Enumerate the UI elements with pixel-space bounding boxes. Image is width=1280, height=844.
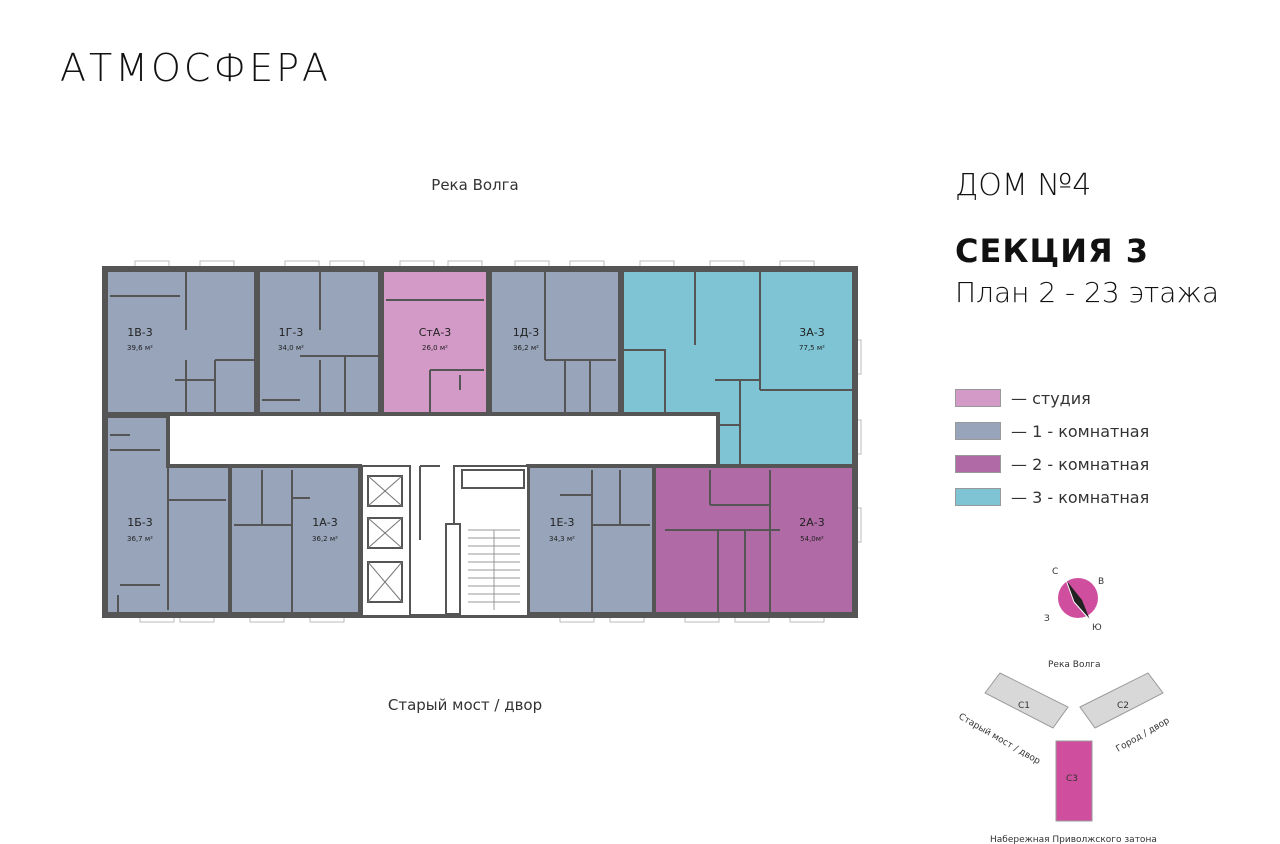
unit-area-3a-3: 77,5 м²	[799, 344, 825, 352]
unit-label-3a-3: 3А-3	[799, 326, 825, 339]
compass-south: Ю	[1092, 623, 1102, 633]
compass-icon: С В Ю З	[1044, 567, 1104, 633]
site-schema: Река Волга С1 С2 С3 Старый мост / двор Г…	[957, 660, 1172, 844]
legend-item-studio: — студия	[955, 387, 1091, 409]
unit-area-1v-3: 39,6 м²	[127, 344, 153, 352]
floors-subtitle: План 2 - 23 этажа	[955, 276, 1220, 309]
legend-label-2room: — 2 - комнатная	[1011, 454, 1150, 474]
site-block-c2	[1079, 672, 1164, 729]
unit-label-1b-3: 1Б-3	[127, 516, 153, 529]
site-block-c3	[1055, 740, 1093, 822]
south-orientation-label: Старый мост / двор	[387, 696, 543, 714]
site-bottom-label: Набережная Приволжского затона	[990, 835, 1157, 844]
site-right-label: Город / двор	[1115, 716, 1172, 755]
site-c1-label: С1	[1018, 701, 1030, 711]
legend-swatch-studio	[955, 389, 1001, 407]
legend-label-1room: — 1 - комнатная	[1011, 421, 1150, 441]
unit-area-1b-3: 36,7 м²	[127, 535, 153, 543]
compass-east: В	[1098, 577, 1104, 587]
unit-1a-3	[228, 464, 362, 616]
unit-2a-3	[652, 464, 856, 616]
unit-1d-3	[488, 268, 622, 416]
unit-label-1a-3: 1А-3	[312, 516, 338, 529]
compass-north: С	[1052, 567, 1058, 577]
legend-label-3room: — 3 - комнатная	[1011, 487, 1150, 507]
north-orientation-label: Река Волга	[431, 176, 519, 194]
legend-item-2room: — 2 - комнатная	[955, 453, 1149, 475]
site-c2-label: С2	[1117, 701, 1129, 711]
unit-label-2a-3: 2А-3	[799, 516, 825, 529]
site-block-c1	[984, 672, 1069, 729]
unit-sta-3	[380, 268, 490, 416]
house-title: ДОМ №4	[955, 168, 1092, 203]
site-north-label: Река Волга	[1048, 660, 1100, 670]
unit-area-1a-3: 36,2 м²	[312, 535, 338, 543]
unit-area-1g-3: 34,0 м²	[278, 344, 304, 352]
compass-west: З	[1044, 614, 1050, 624]
section-title: СЕКЦИЯ 3	[955, 232, 1150, 270]
unit-area-1d-3: 36,2 м²	[513, 344, 539, 352]
unit-label-1d-3: 1Д-3	[513, 326, 540, 339]
unit-label-sta-3: СтА-3	[419, 326, 452, 339]
unit-label-1e-3: 1Е-3	[550, 516, 575, 529]
legend-label-studio: — студия	[1011, 388, 1091, 408]
legend-item-3room: — 3 - комнатная	[955, 486, 1149, 508]
legend-swatch-1room	[955, 422, 1001, 440]
site-left-label: Старый мост / двор	[957, 712, 1042, 767]
brand-logo: АТМОСФЕРА	[60, 46, 332, 90]
unit-label-1v-3: 1В-3	[127, 326, 153, 339]
unit-area-sta-3: 26,0 м²	[422, 344, 448, 352]
legend-swatch-2room	[955, 455, 1001, 473]
legend-swatch-3room	[955, 488, 1001, 506]
unit-1v-3	[104, 268, 258, 416]
legend-item-1room: — 1 - комнатная	[955, 420, 1149, 442]
unit-area-1e-3: 34,3 м²	[549, 535, 575, 543]
unit-area-2a-3: 54,0м²	[800, 535, 824, 543]
unit-label-1g-3: 1Г-3	[279, 326, 304, 339]
site-c3-label: С3	[1066, 774, 1078, 784]
